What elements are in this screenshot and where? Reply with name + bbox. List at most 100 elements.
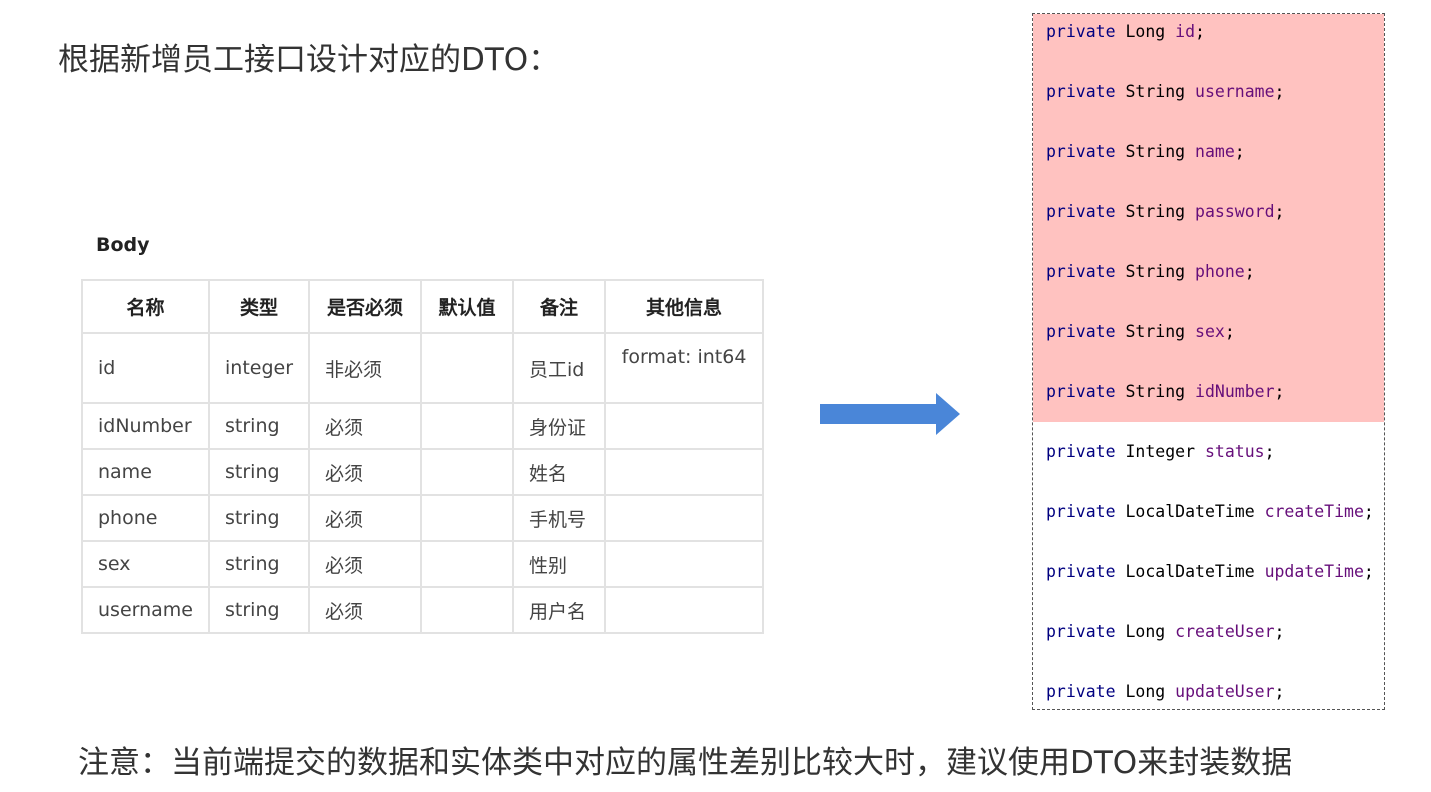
code-field: username — [1195, 82, 1275, 101]
code-line-updateUser: private Long updateUser; — [1046, 682, 1285, 701]
table-cell: sex — [81, 540, 210, 588]
code-line-phone: private String phone; — [1046, 262, 1255, 281]
code-type: String — [1125, 82, 1186, 101]
table-cell — [420, 540, 515, 588]
table-cell — [604, 494, 765, 542]
table-cell: 必须 — [308, 586, 423, 634]
code-type: String — [1125, 382, 1186, 401]
table-cell: string — [207, 402, 311, 450]
table-row: id integer 非必须 员工id format: int64 — [81, 332, 765, 404]
table-cell: idNumber — [81, 402, 210, 450]
table-cell: phone — [81, 494, 210, 542]
code-field: sex — [1195, 322, 1225, 341]
code-type: String — [1125, 262, 1186, 281]
column-header: 是否必须 — [308, 279, 423, 334]
code-line-username: private String username; — [1046, 82, 1285, 101]
code-field: updateTime — [1264, 562, 1364, 581]
table-row: phone string 必须 手机号 — [81, 494, 765, 542]
table-cell: id — [81, 332, 210, 404]
code-line-sex: private String sex; — [1046, 322, 1235, 341]
code-line-status: private Integer status; — [1046, 442, 1275, 461]
column-header: 备注 — [512, 279, 607, 334]
table-cell: 身份证 — [512, 402, 607, 450]
code-field: name — [1195, 142, 1235, 161]
code-keyword: private — [1046, 502, 1116, 521]
code-type: String — [1125, 142, 1186, 161]
code-line-updateTime: private LocalDateTime updateTime; — [1046, 562, 1374, 581]
right-arrow-icon — [820, 393, 960, 435]
code-field: idNumber — [1195, 382, 1275, 401]
code-line-idNumber: private String idNumber; — [1046, 382, 1285, 401]
table-cell: 手机号 — [512, 494, 607, 542]
table-cell: string — [207, 586, 311, 634]
code-type: Integer — [1125, 442, 1196, 461]
code-keyword: private — [1046, 142, 1116, 161]
table-cell: username — [81, 586, 210, 634]
table-cell: 必须 — [308, 448, 423, 496]
code-field: createTime — [1264, 502, 1364, 521]
table-cell: 性别 — [512, 540, 607, 588]
table-cell: string — [207, 448, 311, 496]
code-type: LocalDateTime — [1125, 502, 1255, 521]
code-field: phone — [1195, 262, 1245, 281]
table-cell: string — [207, 540, 311, 588]
code-keyword: private — [1046, 562, 1116, 581]
code-line-createUser: private Long createUser; — [1046, 622, 1285, 641]
table-cell: 必须 — [308, 540, 423, 588]
code-keyword: private — [1046, 682, 1116, 701]
table-cell — [604, 540, 765, 588]
table-cell: 员工id — [512, 332, 607, 404]
table-cell — [604, 586, 765, 634]
table-cell — [420, 332, 515, 404]
table-cell: format: int64 — [604, 332, 765, 404]
code-keyword: private — [1046, 382, 1116, 401]
table-cell — [420, 448, 515, 496]
code-type: String — [1125, 202, 1186, 221]
request-params-table: 名称 类型 是否必须 默认值 备注 其他信息 id integer 非必须 员工… — [81, 279, 765, 634]
code-keyword: private — [1046, 262, 1116, 281]
code-keyword: private — [1046, 622, 1116, 641]
column-header: 类型 — [207, 279, 311, 334]
table-cell — [420, 586, 515, 634]
code-type: Long — [1125, 622, 1166, 641]
code-field: status — [1204, 442, 1265, 461]
table-cell: integer — [207, 332, 311, 404]
matched-fields-highlight — [1033, 14, 1384, 422]
table-cell — [420, 494, 515, 542]
code-type: LocalDateTime — [1125, 562, 1255, 581]
table-header-row: 名称 类型 是否必须 默认值 备注 其他信息 — [81, 279, 765, 334]
code-type: Long — [1125, 682, 1166, 701]
table-cell: 非必须 — [308, 332, 423, 404]
code-type: String — [1125, 322, 1186, 341]
code-keyword: private — [1046, 322, 1116, 341]
column-header: 名称 — [81, 279, 210, 334]
code-keyword: private — [1046, 442, 1116, 461]
column-header: 其他信息 — [604, 279, 765, 334]
code-type: Long — [1125, 22, 1166, 41]
table-row: idNumber string 必须 身份证 — [81, 402, 765, 450]
code-field: createUser — [1175, 622, 1275, 641]
table-cell — [420, 402, 515, 450]
note-text: 注意：当前端提交的数据和实体类中对应的属性差别比较大时，建议使用DTO来封装数据 — [78, 745, 1293, 781]
table-cell: string — [207, 494, 311, 542]
table-cell: 用户名 — [512, 586, 607, 634]
code-line-id: private Long id; — [1046, 22, 1205, 41]
code-field: password — [1195, 202, 1275, 221]
code-keyword: private — [1046, 202, 1116, 221]
table-row: sex string 必须 性别 — [81, 540, 765, 588]
table-row: name string 必须 姓名 — [81, 448, 765, 496]
code-field: updateUser — [1175, 682, 1275, 701]
code-line-password: private String password; — [1046, 202, 1285, 221]
code-keyword: private — [1046, 82, 1116, 101]
code-line-name: private String name; — [1046, 142, 1245, 161]
page-title: 根据新增员工接口设计对应的DTO： — [58, 42, 560, 78]
code-line-createTime: private LocalDateTime createTime; — [1046, 502, 1374, 521]
dto-code-block: private Long id; private String username;… — [1032, 13, 1385, 710]
code-keyword: private — [1046, 22, 1116, 41]
table-cell: 必须 — [308, 494, 423, 542]
table-row: username string 必须 用户名 — [81, 586, 765, 634]
code-field: id — [1175, 22, 1196, 41]
table-cell: name — [81, 448, 210, 496]
table-cell: 必须 — [308, 402, 423, 450]
body-section-label: Body — [96, 234, 150, 256]
